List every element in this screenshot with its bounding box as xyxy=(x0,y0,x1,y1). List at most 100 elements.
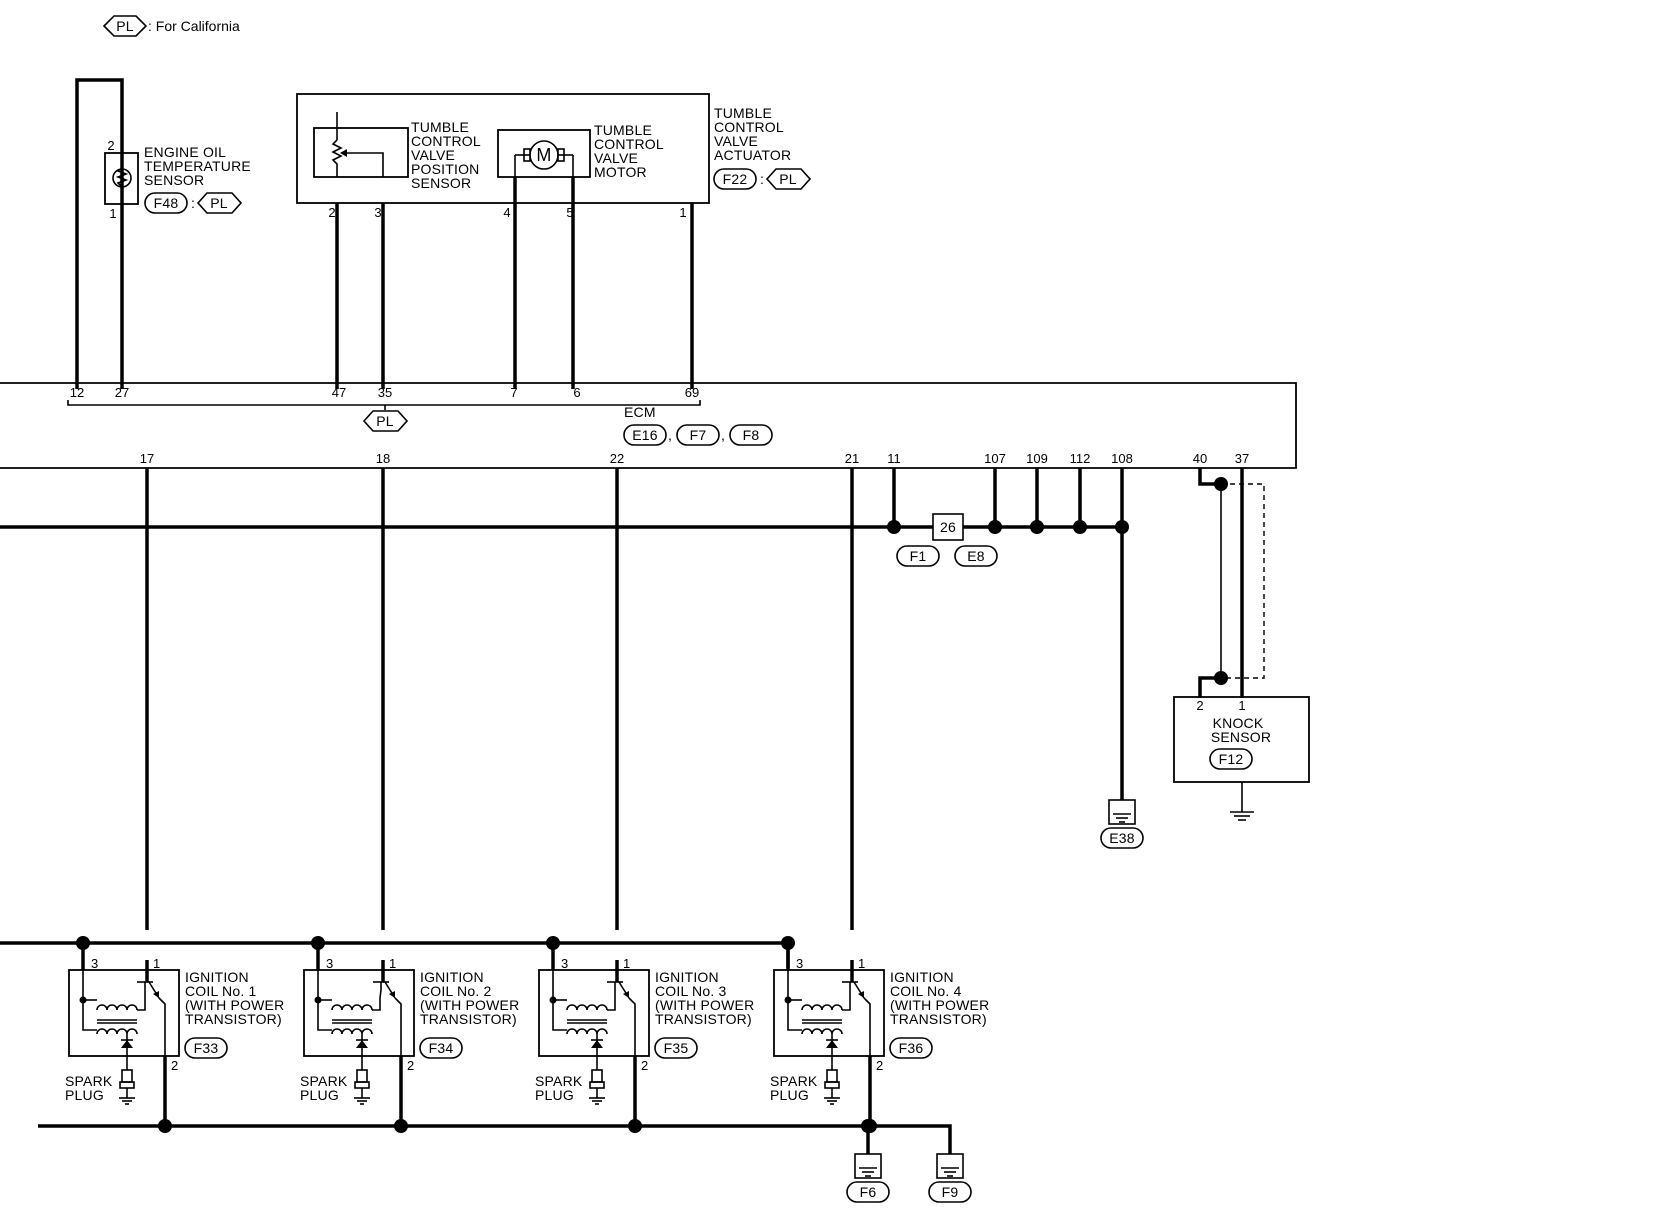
ecm-pin-6: 6 xyxy=(573,385,580,400)
coil-label-2: COIL No. 2 xyxy=(420,983,492,999)
engine-oil-temperature-sensor: 2 1 ENGINE OIL TEMPERATURE SENSOR F48 : … xyxy=(75,78,251,389)
ecm-pin-109: 109 xyxy=(1026,451,1048,466)
coil-label-3: (WITH POWER xyxy=(420,997,519,1013)
oil-sensor-connector: F48 xyxy=(154,195,179,211)
coil-box xyxy=(538,969,650,1057)
legend-tag: PL xyxy=(116,18,134,34)
position-sensor-box xyxy=(313,127,409,178)
knock-sensor-label-1: KNOCK xyxy=(1213,715,1264,731)
position-sensor-label-4: POSITION xyxy=(411,161,480,177)
coil-connector-shape xyxy=(889,1037,933,1059)
coil-pin-2: 2 xyxy=(171,1058,178,1073)
coil-pin-1: 1 xyxy=(389,956,396,971)
coil-connector: F36 xyxy=(899,1040,924,1056)
coil-label-1: IGNITION xyxy=(655,969,719,985)
ecm-pin-69: 69 xyxy=(685,385,699,400)
e38-connector: E38 xyxy=(1109,830,1135,846)
knock-pin-2: 2 xyxy=(1196,698,1203,713)
splice-dot xyxy=(1030,520,1044,534)
actuator-connector-shape xyxy=(713,168,757,190)
actuator-pin-4: 4 xyxy=(503,205,510,220)
coil-label-2: COIL No. 3 xyxy=(655,983,727,999)
coil-pin-1: 1 xyxy=(858,956,865,971)
joint-connector-f1: F1 xyxy=(910,548,927,564)
position-sensor-label-5: SENSOR xyxy=(411,175,471,191)
coil-pin-3: 3 xyxy=(796,956,803,971)
motor-label-2: CONTROL xyxy=(594,136,664,152)
bus-wiring: 26 F1 E8 E38 xyxy=(0,468,1144,930)
coil-winding-icon xyxy=(96,1004,138,1011)
ecm: 12 27 47 35 7 6 69 PL ECM E16 , F7 , F8 … xyxy=(0,382,1297,469)
coil-label-3: (WITH POWER xyxy=(890,997,989,1013)
spark-plug-icon xyxy=(826,1069,838,1083)
coil-ground-bus: F6 F9 xyxy=(0,941,972,1203)
coil-connector: F33 xyxy=(194,1040,219,1056)
coil-pin-3: 3 xyxy=(91,956,98,971)
coil-label-1: IGNITION xyxy=(420,969,484,985)
coil-pin-3: 3 xyxy=(561,956,568,971)
position-sensor-label-1: TUMBLE xyxy=(411,119,469,135)
motor-label-4: MOTOR xyxy=(594,164,647,180)
actuator-pl-tag-shape xyxy=(765,168,812,190)
coil-label-3: (WITH POWER xyxy=(655,997,754,1013)
coil-label-1: IGNITION xyxy=(185,969,249,985)
spark-plug-label-2: PLUG xyxy=(770,1087,809,1103)
actuator-pin-2: 2 xyxy=(328,205,335,220)
ecm-pin-47: 47 xyxy=(332,385,346,400)
legend: PL : For California xyxy=(102,15,240,37)
legend-text: : For California xyxy=(148,18,240,34)
actuator-pin-1: 1 xyxy=(679,205,686,220)
ecm-pin-12: 12 xyxy=(70,385,84,400)
actuator-colon: : xyxy=(760,171,764,187)
joint-connector-e8-shape xyxy=(954,545,998,567)
ecm-sep-2: , xyxy=(721,427,725,443)
e38-connector-shape xyxy=(1100,827,1144,849)
knock-connector-shape xyxy=(1209,748,1253,770)
coil-label-4: TRANSISTOR) xyxy=(890,1011,987,1027)
ecm-pin-11: 11 xyxy=(887,451,901,466)
oil-sensor-label-1: ENGINE OIL xyxy=(144,144,226,160)
joint-connector-f1-shape xyxy=(896,545,940,567)
splice-dot xyxy=(887,520,901,534)
spark-plug-icon xyxy=(121,1069,133,1083)
f9-connector-shape xyxy=(928,1181,972,1203)
ecm-tag: PL xyxy=(376,413,394,429)
ecm-connector-e16: E16 xyxy=(632,427,658,443)
spark-plug-label-2: PLUG xyxy=(300,1087,339,1103)
actuator-label-3: VALVE xyxy=(714,133,758,149)
motor-label-3: VALVE xyxy=(594,150,638,166)
tumble-actuator-box xyxy=(296,93,710,204)
knock-pin-1: 1 xyxy=(1238,698,1245,713)
splice-dot xyxy=(1115,520,1129,534)
pl-bracket xyxy=(67,400,701,406)
oil-sensor-connector-shape xyxy=(144,192,188,214)
coil-connector: F35 xyxy=(664,1040,689,1056)
coil-winding-icon xyxy=(331,1004,373,1011)
ecm-pin-37: 37 xyxy=(1235,451,1249,466)
ecm-connector-f7: F7 xyxy=(690,427,707,443)
f9-connector: F9 xyxy=(942,1184,959,1200)
diode-icon xyxy=(826,1040,838,1048)
actuator-pin-3: 3 xyxy=(374,205,381,220)
oil-sensor-label-2: TEMPERATURE xyxy=(144,158,251,174)
ecm-pin-107: 107 xyxy=(984,451,1006,466)
coil-label-4: TRANSISTOR) xyxy=(655,1011,752,1027)
ecm-connector-f8: F8 xyxy=(743,427,760,443)
f6-connector-shape xyxy=(846,1181,890,1203)
splice-dot xyxy=(988,520,1002,534)
coil-label-2: COIL No. 4 xyxy=(890,983,962,999)
coil-label-2: COIL No. 1 xyxy=(185,983,257,999)
joint-connector-box xyxy=(932,513,964,541)
coil-box xyxy=(773,969,885,1057)
f6-ground-icon xyxy=(854,1153,882,1179)
coil-connector: F34 xyxy=(429,1040,454,1056)
oil-sensor-pin-bottom: 1 xyxy=(109,206,116,221)
ecm-sep-1: , xyxy=(668,427,672,443)
oil-sensor-pl-tag-shape xyxy=(196,192,243,214)
coil-pin-2: 2 xyxy=(407,1058,414,1073)
ecm-pin-108: 108 xyxy=(1111,451,1133,466)
